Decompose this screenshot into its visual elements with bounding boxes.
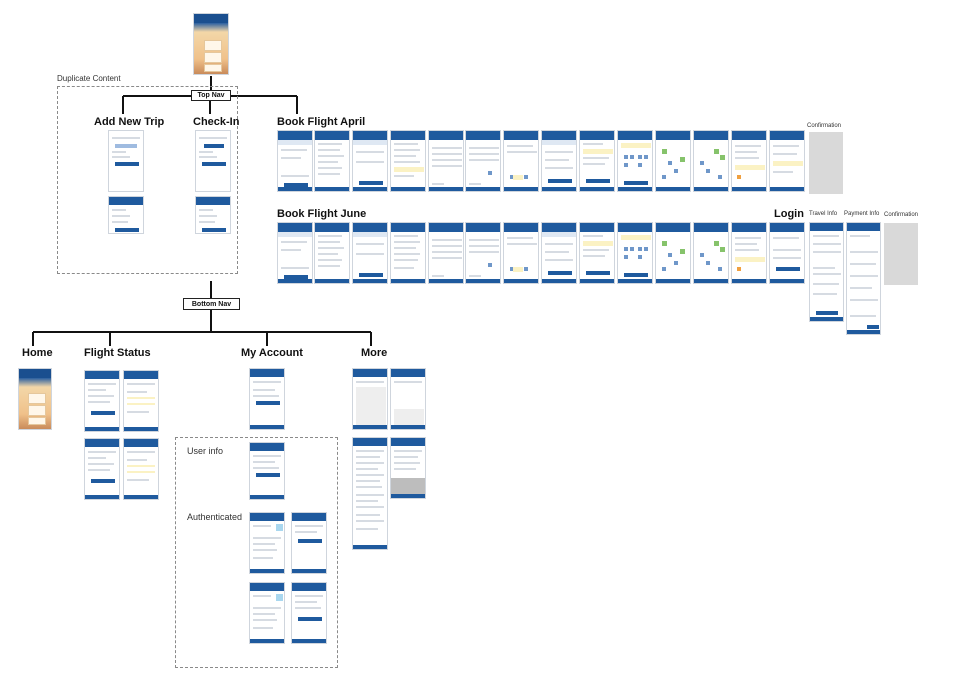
- flight-status-title: Flight Status: [84, 347, 151, 359]
- bottom-nav-box: Bottom Nav: [183, 298, 240, 310]
- june-confirmation-label: Confirmation: [884, 212, 919, 218]
- june-screen-11: [655, 222, 691, 284]
- april-screen-8: [541, 130, 577, 192]
- add-new-trip-title: Add New Trip: [94, 116, 165, 128]
- april-screen-3: [352, 130, 388, 192]
- april-screen-9: [579, 130, 615, 192]
- authenticated-screen-2: [291, 512, 327, 574]
- authenticated-label: Authenticated: [187, 512, 243, 522]
- april-screen-1: [277, 130, 313, 192]
- june-screen-8: [541, 222, 577, 284]
- add-new-trip-screen-1: [108, 130, 144, 192]
- payment-info-label: Payment Info: [844, 211, 880, 217]
- authenticated-screen-3: [249, 582, 285, 644]
- april-confirmation-placeholder: [809, 132, 843, 194]
- login-screen: [769, 222, 805, 284]
- home-title: Home: [22, 347, 53, 359]
- june-confirmation-placeholder: [884, 223, 918, 285]
- flight-status-screen-1: [84, 370, 120, 432]
- travel-info-label: Travel Info: [809, 211, 838, 217]
- april-screen-6: [465, 130, 501, 192]
- check-in-screen-2: [195, 196, 231, 234]
- june-screen-9: [579, 222, 615, 284]
- book-flight-april-title: Book Flight April: [277, 116, 366, 128]
- check-in-screen-1: [195, 130, 231, 192]
- my-account-signin-screen: [249, 368, 285, 430]
- june-screen-6: [465, 222, 501, 284]
- home-tab-screen: [18, 368, 52, 430]
- april-screen-12: [693, 130, 729, 192]
- april-screen-10: [617, 130, 653, 192]
- my-account-title: My Account: [241, 347, 303, 359]
- june-screen-5: [428, 222, 464, 284]
- june-screen-12: [693, 222, 729, 284]
- authenticated-screen-4: [291, 582, 327, 644]
- top-nav-box: Top Nav: [191, 90, 231, 101]
- add-new-trip-screen-2: [108, 196, 144, 234]
- april-screen-13: [731, 130, 767, 192]
- more-screen-1: [352, 368, 388, 430]
- check-in-title: Check-In: [193, 116, 240, 128]
- june-screen-10: [617, 222, 653, 284]
- june-screen-13: [731, 222, 767, 284]
- authenticated-region: [175, 437, 338, 668]
- book-flight-june-title: Book Flight June: [277, 208, 367, 220]
- april-screen-14: [769, 130, 805, 192]
- more-screen-2: [390, 368, 426, 430]
- user-info-screen: [249, 442, 285, 500]
- duplicate-content-region: [57, 86, 238, 274]
- june-screen-4: [390, 222, 426, 284]
- june-screen-2: [314, 222, 350, 284]
- login-title: Login: [774, 208, 804, 220]
- user-info-label: User info: [187, 446, 224, 456]
- duplicate-content-label: Duplicate Content: [57, 74, 121, 83]
- travel-info-screen: [809, 222, 844, 322]
- flight-status-screen-2: [123, 370, 159, 432]
- april-screen-7: [503, 130, 539, 192]
- april-screen-4: [390, 130, 426, 192]
- payment-info-screen: [846, 222, 881, 335]
- flight-status-screen-4: [123, 438, 159, 500]
- april-screen-2: [314, 130, 350, 192]
- june-screen-3: [352, 222, 388, 284]
- authenticated-screen-1: [249, 512, 285, 574]
- more-screen-3: [352, 437, 388, 550]
- more-title: More: [361, 347, 388, 359]
- june-screen-1: [277, 222, 313, 284]
- april-confirmation-label: Confirmation: [807, 123, 842, 129]
- april-screen-11: [655, 130, 691, 192]
- more-screen-4: [390, 437, 426, 499]
- flight-status-screen-3: [84, 438, 120, 500]
- june-screen-7: [503, 222, 539, 284]
- home-screen-thumbnail: [193, 13, 229, 75]
- april-screen-5: [428, 130, 464, 192]
